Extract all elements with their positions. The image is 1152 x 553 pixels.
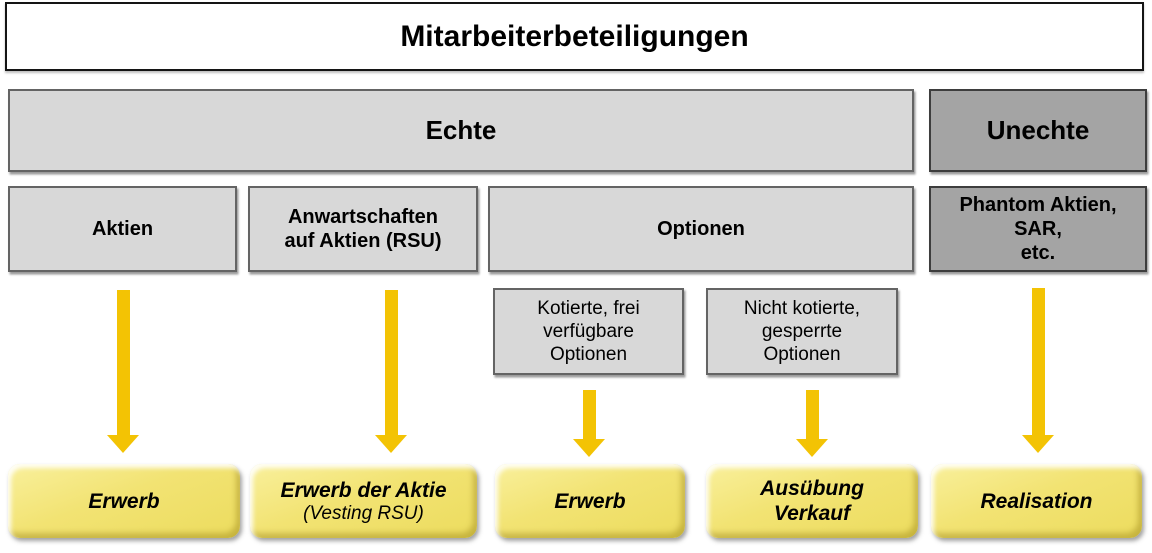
arrow-shaft [582,390,596,439]
title-box: Mitarbeiterbeteiligungen [5,2,1144,71]
outcome-erwerb-aktien: Erwerb [8,464,240,538]
box-phantom-aktien: Phantom Aktien, SAR, etc. [929,186,1147,272]
outcome-label: Erwerb [88,489,160,513]
down-arrow-kotierte [573,390,605,457]
category-echte: Echte [8,89,914,172]
down-arrow-nicht-kotierte [796,390,828,457]
outcome-label: Ausübung Verkauf [760,477,864,525]
outcome-erwerb-optionen: Erwerb [495,464,685,538]
arrow-head-icon [107,435,139,453]
category-unechte: Unechte [929,89,1147,172]
category-echte-label: Echte [425,115,497,145]
box-aktien: Aktien [8,186,237,272]
box-anwartschaften-rsu-label: Anwartschaften auf Aktien (RSU) [284,206,442,252]
down-arrow-aktien [107,290,139,453]
category-unechte-label: Unechte [986,115,1090,145]
outcome-sublabel: (Vesting RSU) [303,502,424,524]
outcome-ausuebung-verkauf: Ausübung Verkauf [706,464,918,538]
arrow-head-icon [573,439,605,457]
arrow-shaft [805,390,819,439]
box-kotierte-optionen: Kotierte, frei verfügbare Optionen [493,288,684,375]
box-optionen-label: Optionen [657,218,745,240]
outcome-label: Realisation [980,489,1093,513]
box-anwartschaften-rsu: Anwartschaften auf Aktien (RSU) [248,186,478,272]
outcome-label: Erwerb [554,489,626,513]
arrow-shaft [384,290,398,435]
outcome-erwerb-rsu: Erwerb der Aktie (Vesting RSU) [250,464,477,538]
arrow-head-icon [1022,435,1054,453]
down-arrow-phantom [1022,288,1054,453]
box-nicht-kotierte-optionen: Nicht kotierte, gesperrte Optionen [706,288,898,375]
box-kotierte-optionen-label: Kotierte, frei verfügbare Optionen [537,298,640,365]
arrow-head-icon [375,435,407,453]
box-optionen: Optionen [488,186,914,272]
box-phantom-aktien-label: Phantom Aktien, SAR, etc. [959,194,1117,264]
arrow-shaft [1031,288,1045,435]
page-title: Mitarbeiterbeteiligungen [400,19,749,53]
down-arrow-anwartschaften [375,290,407,453]
outcome-label: Erwerb der Aktie [280,478,447,502]
outcome-realisation: Realisation [931,464,1142,538]
box-aktien-label: Aktien [91,218,154,240]
box-nicht-kotierte-optionen-label: Nicht kotierte, gesperrte Optionen [743,298,861,365]
arrow-head-icon [796,439,828,457]
arrow-shaft [116,290,130,435]
